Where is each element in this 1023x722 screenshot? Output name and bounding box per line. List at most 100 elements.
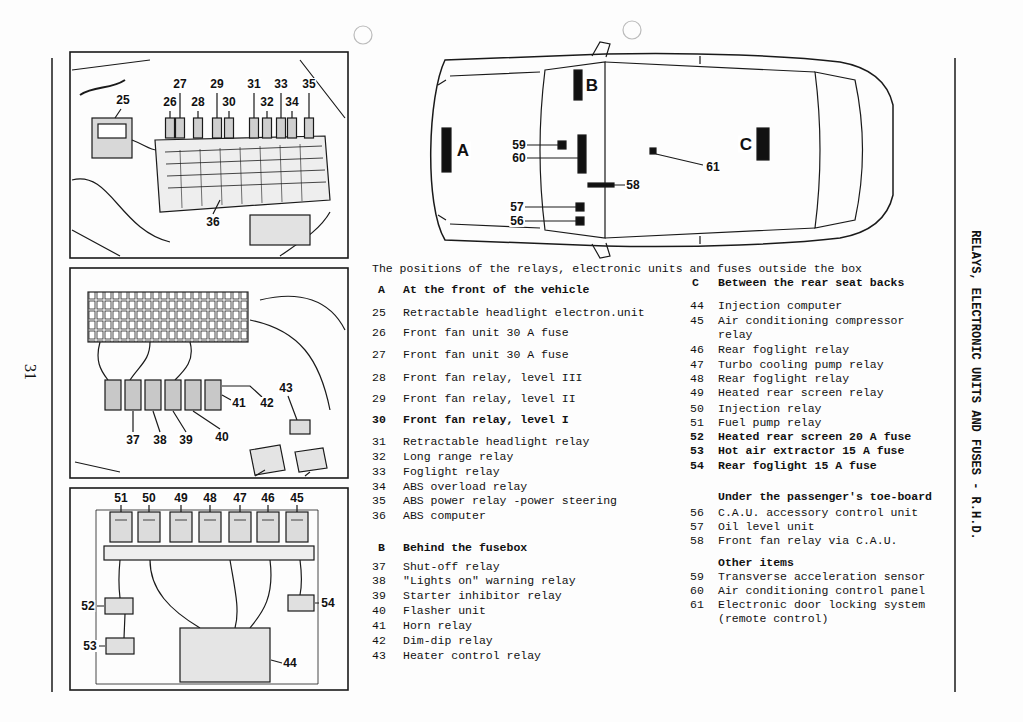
list-text: Electronic door locking system (remote c… xyxy=(718,598,930,626)
list-text: 37 xyxy=(372,560,386,574)
list-text: Fuel pump relay xyxy=(718,416,822,430)
callout-number: 51 xyxy=(113,492,128,504)
list-text: 57 xyxy=(690,520,704,534)
list-heading: 54 xyxy=(690,459,704,473)
callout-number: 46 xyxy=(260,492,275,504)
list-text: Starter inhibitor relay xyxy=(403,589,562,603)
callout-number: 42 xyxy=(259,397,274,409)
list-text: Front fan relay via C.A.U. xyxy=(718,534,897,548)
callout-number: 36 xyxy=(205,216,220,228)
list-text: 33 xyxy=(372,465,386,479)
list-text: 42 xyxy=(372,634,386,648)
callout-number: 32 xyxy=(259,96,274,108)
list-text: 36 xyxy=(372,509,386,523)
callout-number: 39 xyxy=(178,434,193,446)
list-text: ABS computer xyxy=(403,509,486,523)
list-text: 26 xyxy=(372,326,386,340)
list-text: Dim-dip relay xyxy=(403,634,493,648)
list-heading: Hot air extractor 15 A fuse xyxy=(718,444,904,458)
list-text: Front fan relay, level II xyxy=(403,392,576,406)
list-text: Retractable headlight relay xyxy=(403,435,589,449)
list-heading: 53 xyxy=(690,444,704,458)
callout-number: 58 xyxy=(625,179,640,191)
list-heading: C xyxy=(692,276,699,290)
list-text: Long range relay xyxy=(403,450,513,464)
punch-hole xyxy=(623,21,641,39)
punch-hole xyxy=(354,26,372,44)
list-text: Flasher unit xyxy=(403,604,486,618)
rear-relay-drawing xyxy=(70,488,348,690)
list-heading: Between the rear seat backs xyxy=(718,276,904,290)
callout-number: 44 xyxy=(282,657,297,669)
list-text: C.A.U. accessory control unit xyxy=(718,506,918,520)
fusebox-drawing xyxy=(70,268,348,478)
list-text: 51 xyxy=(690,416,704,430)
area-letter: B xyxy=(584,77,600,94)
list-text: 31 xyxy=(372,435,386,449)
list-text: Injection relay xyxy=(718,402,822,416)
list-text: Retractable headlight electron.unit xyxy=(403,306,645,320)
callout-number: 34 xyxy=(284,96,299,108)
callout-number: 26 xyxy=(162,96,177,108)
list-text: 28 xyxy=(372,371,386,385)
callout-number: 47 xyxy=(232,492,247,504)
list-text: Front fan unit 30 A fuse xyxy=(403,348,569,362)
callout-number: 37 xyxy=(125,434,140,446)
list-heading: 52 xyxy=(690,430,704,444)
callout-number: 45 xyxy=(289,492,304,504)
list-text: Transverse acceleration sensor xyxy=(718,570,925,584)
callout-number: 31 xyxy=(246,78,261,90)
list-text: 49 xyxy=(690,386,704,400)
callout-number: 27 xyxy=(172,78,187,90)
list-text: 39 xyxy=(372,589,386,603)
callout-number: 48 xyxy=(202,492,217,504)
list-text: Oil level unit xyxy=(718,520,815,534)
callout-number: 50 xyxy=(141,492,156,504)
list-text: 44 xyxy=(690,299,704,313)
list-text: 32 xyxy=(372,450,386,464)
callout-number: 25 xyxy=(115,94,130,106)
list-text: Horn relay xyxy=(403,619,472,633)
engine-bay-drawing xyxy=(70,52,348,258)
leader-line xyxy=(97,603,319,663)
callout-number: 40 xyxy=(214,431,229,443)
list-heading: Behind the fusebox xyxy=(403,541,527,555)
list-text: 40 xyxy=(372,604,386,618)
list-text: 50 xyxy=(690,402,704,416)
list-text: 56 xyxy=(690,506,704,520)
callout-number: 33 xyxy=(273,78,288,90)
list-text: 60 xyxy=(690,584,704,598)
list-text: Turbo cooling pump relay xyxy=(718,358,884,372)
leader-line xyxy=(121,505,297,512)
callout-number: 49 xyxy=(173,492,188,504)
list-text: 35 xyxy=(372,494,386,508)
callout-number: 28 xyxy=(190,96,205,108)
list-text: Air conditioning compressor relay xyxy=(718,314,930,342)
list-text: 46 xyxy=(690,343,704,357)
list-text: ABS power relay -power steering xyxy=(403,494,617,508)
callout-number: 35 xyxy=(301,78,316,90)
list-text: Injection computer xyxy=(718,299,842,313)
list-heading: Under the passenger's toe-board xyxy=(718,490,932,504)
list-heading: Front fan relay, level I xyxy=(403,413,569,427)
list-text: 58 xyxy=(690,534,704,548)
list-text: Shut-off relay xyxy=(403,560,500,574)
side-heading: RELAYS, ELECTRONIC UNITS AND FUSES - R.H… xyxy=(968,230,982,540)
list-heading: Heated rear screen 20 A fuse xyxy=(718,430,911,444)
page-rule xyxy=(954,58,956,692)
callout-number: 52 xyxy=(80,600,95,612)
area-letter: C xyxy=(738,136,754,153)
list-heading: At the front of the vehicle xyxy=(403,283,589,297)
callout-number: 59 xyxy=(511,139,526,151)
callout-number: 54 xyxy=(320,597,335,609)
list-heading: 30 xyxy=(372,413,386,427)
callout-number: 61 xyxy=(705,161,720,173)
leader-line xyxy=(133,386,297,432)
leader-line xyxy=(115,93,309,214)
list-text: 61 xyxy=(690,598,704,612)
callout-number: 53 xyxy=(82,640,97,652)
leader-line xyxy=(525,145,703,221)
list-text: Front fan unit 30 A fuse xyxy=(403,326,569,340)
list-text: Heated rear screen relay xyxy=(718,386,884,400)
callout-number: 38 xyxy=(152,434,167,446)
